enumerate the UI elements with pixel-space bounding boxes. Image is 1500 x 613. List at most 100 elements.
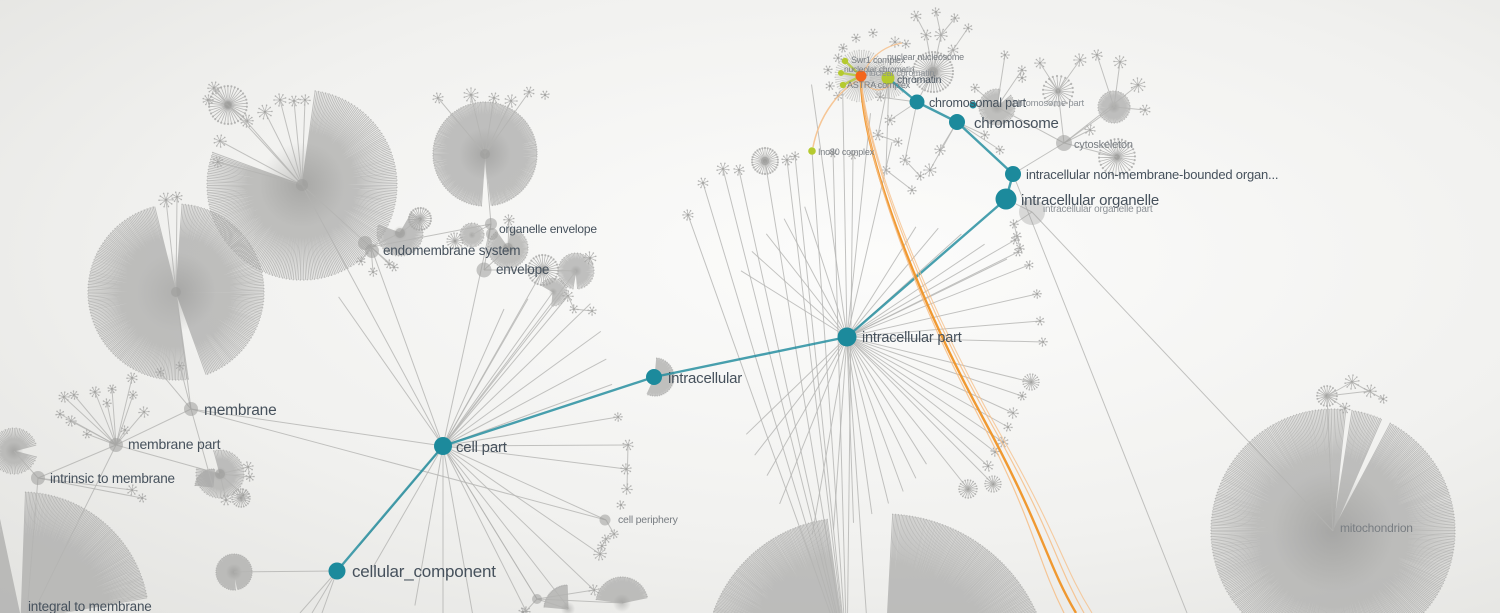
cluster-dots: [463, 87, 479, 103]
node-intracellular[interactable]: [646, 369, 662, 385]
edge: [1063, 142, 1118, 158]
node-cluster: [158, 192, 174, 208]
node-fan-hub-9[interactable]: [928, 67, 938, 77]
edge: [740, 270, 848, 338]
node-organelle-envelope[interactable]: [485, 218, 497, 230]
edge: [846, 336, 1009, 428]
node-cytoskeleton[interactable]: [1056, 135, 1072, 151]
node-bottom-hub[interactable]: [532, 594, 542, 604]
edge: [764, 160, 840, 613]
cluster-spokes: [984, 476, 1002, 492]
node-intrinsic-to-membrane[interactable]: [31, 471, 45, 485]
cluster-spokes: [782, 154, 792, 165]
cluster-dots: [984, 475, 1002, 493]
node-nucleolar-chromatin[interactable]: [838, 70, 844, 76]
node-fan-hub-1[interactable]: [296, 179, 308, 191]
cluster-dots: [69, 390, 79, 400]
node-intracellular-part[interactable]: [837, 327, 857, 347]
edge: [1057, 90, 1065, 144]
edge: [885, 78, 890, 171]
cluster-dots: [901, 39, 911, 49]
node-organelle-envelope-2[interactable]: [486, 228, 498, 240]
node-fan-hub-4[interactable]: [224, 101, 232, 109]
cluster-dots: [171, 191, 183, 203]
node-fan-hub-2[interactable]: [171, 287, 181, 297]
cluster-dots: [583, 251, 597, 265]
fan-rim-dots: [0, 427, 37, 475]
edge: [63, 396, 117, 446]
cluster-spokes: [1131, 77, 1145, 93]
cluster-dots: [1007, 407, 1019, 419]
node-fan-hub-5[interactable]: [395, 228, 405, 238]
node-cluster: [1032, 289, 1042, 299]
node-chromosomal-part[interactable]: [909, 94, 925, 110]
edge: [929, 121, 958, 171]
node-cluster: [171, 191, 183, 203]
node-intracellular-organelle-part[interactable]: [1019, 199, 1045, 225]
label-nucleolar-chromatin: nucleolar chromatin: [844, 64, 915, 74]
cluster-dots: [1073, 53, 1087, 67]
cluster-center: [904, 42, 908, 46]
edge: [846, 336, 996, 453]
node-cell-part[interactable]: [434, 437, 452, 455]
node-cluster: [126, 484, 138, 496]
cluster-dots: [899, 154, 911, 166]
node-cellular-component[interactable]: [328, 562, 346, 580]
cluster-dots: [1015, 243, 1025, 253]
edge: [626, 444, 629, 490]
label-cell-periphery: cell periphery: [618, 514, 679, 526]
fan-spokes: [487, 228, 529, 269]
edge: [702, 182, 834, 613]
edge: [175, 291, 192, 410]
fan-spokes: [1332, 410, 1383, 532]
edge: [738, 169, 838, 613]
cluster-spokes: [1340, 403, 1350, 413]
path-edge: [956, 121, 1014, 175]
cluster-spokes: [246, 473, 255, 482]
node-membrane-part[interactable]: [109, 438, 123, 452]
node-envelope[interactable]: [476, 262, 492, 278]
node-membrane[interactable]: [184, 402, 198, 416]
node-fan-hub-7[interactable]: [215, 469, 225, 479]
node-cell-periphery[interactable]: [599, 514, 611, 526]
node-fan-hub-8[interactable]: [761, 157, 769, 165]
node-swr1-complex[interactable]: [841, 57, 849, 65]
edge: [846, 320, 1041, 338]
edge: [846, 336, 1044, 343]
edge: [301, 184, 444, 447]
cluster-dots: [893, 137, 903, 147]
node-term-dot[interactable]: [969, 101, 977, 109]
node-selected-term[interactable]: [855, 70, 867, 82]
node-ino80-complex[interactable]: [808, 147, 816, 155]
node-chromosome[interactable]: [949, 114, 965, 130]
label-cellular-component: cellular_component: [352, 562, 496, 581]
cluster-spokes: [90, 387, 101, 397]
cluster-dots: [540, 90, 550, 100]
cluster-dots: [126, 484, 138, 496]
node-cluster: [622, 439, 634, 451]
fan-rim-dots: [181, 203, 265, 375]
node-endomembrane-system-2[interactable]: [365, 244, 379, 258]
fan-spokes: [20, 492, 148, 613]
node-fan-hub-3[interactable]: [480, 149, 490, 159]
node-fan-hub-6[interactable]: [503, 243, 513, 253]
edge: [233, 570, 338, 573]
node-astra-complex[interactable]: [839, 81, 847, 89]
fan-cluster: [87, 206, 189, 381]
node-chromatin[interactable]: [881, 71, 895, 85]
edge: [745, 336, 848, 435]
edge: [846, 239, 1016, 338]
edge: [370, 232, 401, 248]
fan-rim-dots: [194, 468, 215, 487]
cluster-spokes: [1032, 289, 1042, 299]
edge: [1057, 59, 1081, 92]
node-cluster: [833, 53, 843, 63]
edge: [73, 394, 117, 446]
node-intracellular-non-membrane-bounded-organelle[interactable]: [1005, 166, 1021, 182]
edge: [115, 444, 221, 475]
edge: [722, 168, 836, 613]
cluster-dots: [1091, 49, 1103, 61]
node-intracellular-organelle[interactable]: [995, 188, 1017, 210]
node-cluster: [175, 361, 185, 371]
